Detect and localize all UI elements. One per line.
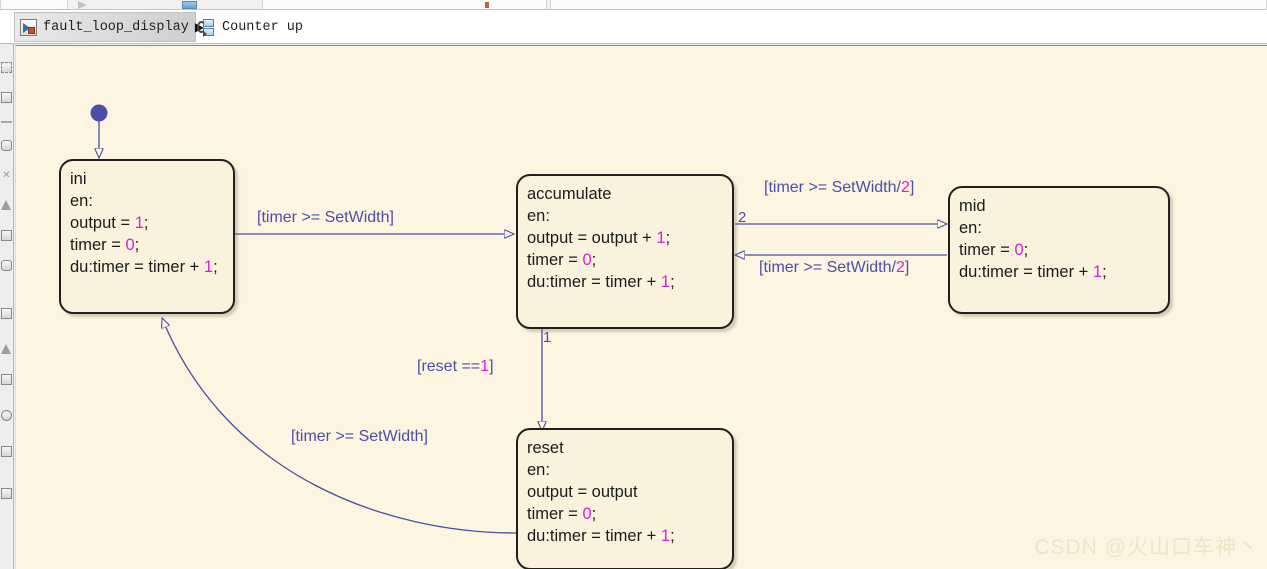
state-reset-line-4: du:timer = timer + 1; xyxy=(527,527,675,545)
state-reset-line-0: reset xyxy=(527,439,564,457)
state-ini-line-0: ini xyxy=(70,170,87,188)
state-accumulate[interactable]: accumulate en: output = output + 1; time… xyxy=(516,174,734,329)
state-mid-line-2: timer = 0; xyxy=(959,241,1029,259)
state-accumulate-line-2: output = output + 1; xyxy=(527,229,671,247)
palette-item-box[interactable] xyxy=(1,92,13,103)
simulink-model-icon xyxy=(20,18,37,36)
toolbar-group-3 xyxy=(550,0,1267,9)
state-accumulate-line-0: accumulate xyxy=(527,185,612,203)
palette-item-box-2[interactable] xyxy=(1,230,13,241)
state-reset-line-3: timer = 0; xyxy=(527,505,597,523)
palette-item-box-5[interactable] xyxy=(1,446,13,457)
transition-label-accumulate-to-mid[interactable]: [timer >= SetWidth/2] xyxy=(764,179,915,196)
palette-item-triangle-2[interactable] xyxy=(1,344,13,354)
state-ini[interactable]: ini en: output = 1; timer = 0; du:timer … xyxy=(59,159,235,314)
default-transition[interactable] xyxy=(90,104,108,159)
stateflow-chart-icon xyxy=(197,18,216,37)
palette-item-box-4[interactable] xyxy=(1,374,13,385)
transition-priority-accumulate-to-mid: 2 xyxy=(738,209,747,226)
state-reset-line-2: output = output xyxy=(527,483,638,501)
transition-priority-accumulate-to-reset: 1 xyxy=(543,329,552,346)
transition-label-accumulate-to-reset[interactable]: [reset ==1] xyxy=(417,358,494,375)
transition-label-reset-to-ini[interactable]: [timer >= SetWidth] xyxy=(291,428,428,445)
toolbar-group-2 xyxy=(262,0,547,9)
transition-reset-to-ini[interactable] xyxy=(162,318,517,534)
state-mid-line-3: du:timer = timer + 1; xyxy=(959,263,1107,281)
state-accumulate-line-1: en: xyxy=(527,207,550,225)
palette-item-cross[interactable]: ✕ xyxy=(2,170,11,181)
stop-icon[interactable] xyxy=(182,1,197,9)
palette-item-dashed-box[interactable] xyxy=(1,62,13,73)
chart-canvas[interactable]: ini en: output = 1; timer = 0; du:timer … xyxy=(15,45,1267,569)
palette-item-rounded-box[interactable] xyxy=(1,140,13,151)
state-ini-line-1: en: xyxy=(70,192,93,210)
state-mid-line-1: en: xyxy=(959,219,982,237)
state-ini-line-4: du:timer = timer + 1; xyxy=(70,258,218,276)
palette-item-divider[interactable] xyxy=(1,116,13,123)
state-ini-line-2: output = 1; xyxy=(70,214,149,232)
breadcrumb-chart-label: Counter up xyxy=(222,19,304,35)
palette-item-rounded-box-2[interactable] xyxy=(1,260,13,271)
breadcrumb-model-label: fault_loop_display xyxy=(43,19,189,35)
watermark: CSDN @火山口车神丶 xyxy=(1034,536,1259,559)
palette-item-box-3[interactable] xyxy=(1,308,13,319)
play-icon[interactable] xyxy=(78,1,87,9)
palette-item-triangle[interactable] xyxy=(1,200,13,210)
state-reset-line-1: en: xyxy=(527,461,550,479)
toolbar-group-1 xyxy=(0,0,68,9)
state-accumulate-line-4: du:timer = timer + 1; xyxy=(527,273,675,291)
transition-label-ini-to-accumulate[interactable]: [timer >= SetWidth] xyxy=(257,209,394,226)
state-ini-line-3: timer = 0; xyxy=(70,236,140,254)
transition-layer xyxy=(90,104,1267,534)
state-reset[interactable]: reset en: output = output timer = 0; du:… xyxy=(516,428,734,569)
breadcrumb-item-model[interactable]: fault_loop_display ▶ xyxy=(20,12,208,42)
marker-icon xyxy=(485,2,489,8)
palette-item-circle[interactable] xyxy=(1,410,13,421)
palette-item-box-6[interactable] xyxy=(1,488,13,499)
tool-palette[interactable]: ✕ xyxy=(0,44,14,569)
breadcrumb: fault_loop_display ▶ Counter up xyxy=(0,10,1267,44)
toolbar-strip xyxy=(0,0,1267,10)
state-mid-line-0: mid xyxy=(959,197,986,215)
transition-label-mid-to-accumulate[interactable]: [timer >= SetWidth/2] xyxy=(759,259,910,276)
state-accumulate-line-3: timer = 0; xyxy=(527,251,597,269)
breadcrumb-item-chart[interactable]: Counter up xyxy=(197,12,303,42)
breadcrumb-active-highlight xyxy=(14,12,196,42)
state-mid[interactable]: mid en: timer = 0; du:timer = timer + 1; xyxy=(948,186,1170,314)
